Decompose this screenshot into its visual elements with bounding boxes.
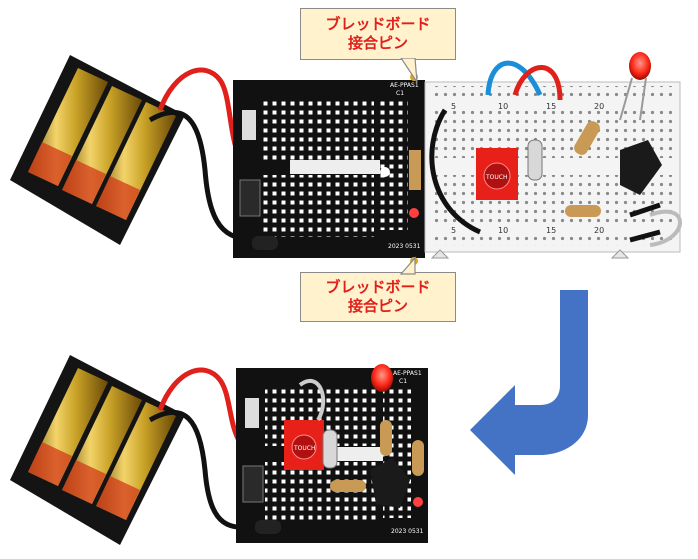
col-label-top: 5 (451, 102, 456, 111)
diode (527, 139, 543, 181)
callout-bottom-line1: ブレッドボード (325, 278, 431, 296)
resistor-bottom-3 (330, 480, 366, 492)
col-label-top: 15 (546, 102, 556, 111)
battery-holder-top (10, 55, 185, 245)
led-bottom (371, 364, 393, 392)
callout-top: ブレッドボード 接合ピン (300, 8, 456, 60)
touch-module-bottom: TOUCH (284, 420, 324, 470)
callout-top-line2: 接合ピン (347, 34, 408, 52)
resistor-bottom-1 (380, 420, 392, 456)
blue-jumper (485, 60, 543, 97)
led-top (629, 52, 651, 80)
battery-holder-bottom (10, 355, 185, 545)
col-label-bottom: 15 (546, 226, 556, 235)
resistor-1 (574, 121, 600, 155)
board-code-top: AE-PPAS1 (390, 82, 419, 89)
small-board-top: AE-PPAS1 C1 2023 0531 (233, 73, 425, 265)
col-label-top: 10 (498, 102, 508, 111)
callout-bottom-line2: 接合ピン (347, 297, 408, 315)
curved-down-left-arrow-icon (470, 290, 588, 475)
board-label-bottom: C1 (399, 378, 407, 385)
touch-label-top: TOUCH (485, 174, 507, 181)
callout-bottom-pointer (399, 256, 416, 275)
col-label-bottom: 10 (498, 226, 508, 235)
board-date-top: 2023 0531 (388, 243, 421, 250)
callout-top-line1: ブレッドボード (325, 15, 431, 33)
red-jumper (512, 65, 563, 101)
col-label-bottom: 20 (594, 226, 604, 235)
callout-top-pointer (400, 58, 418, 83)
board-code-bottom: AE-PPAS1 (393, 370, 422, 377)
resistor-2 (565, 205, 601, 217)
col-label-bottom: 5 (451, 226, 456, 235)
board-date-bottom: 2023 0531 (391, 528, 424, 535)
transistor-bottom (370, 458, 410, 508)
col-label-top: 20 (594, 102, 604, 111)
touch-label-bottom: TOUCH (293, 445, 315, 452)
diode-bottom (322, 429, 338, 469)
touch-module-top: TOUCH (476, 148, 518, 200)
transistor-top (620, 140, 662, 195)
board-label-top: C1 (396, 90, 404, 97)
black-jumper (429, 108, 482, 235)
callout-bottom: ブレッドボード 接合ピン (300, 272, 456, 322)
resistor-bottom-2 (412, 440, 424, 476)
